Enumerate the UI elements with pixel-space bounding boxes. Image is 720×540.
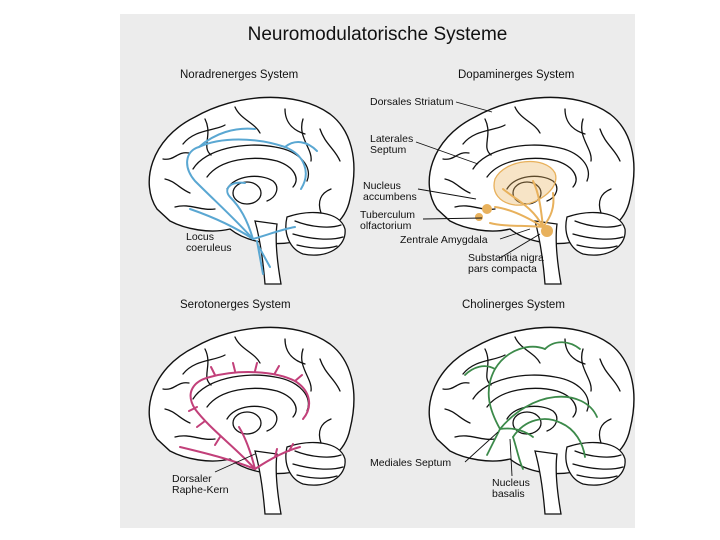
noradrenergic-pathways (186, 127, 318, 275)
figure: Neuromodulatorische Systeme Noradrenerge… (120, 14, 635, 528)
label-nucleus-basalis-line2: basalis (492, 488, 525, 500)
serotonergic-pathways (179, 362, 311, 470)
panel-title-noradrenergic: Noradrenerges System (180, 69, 299, 81)
label-tuberculum-olfactorium-line1: Tuberculum (360, 209, 416, 221)
label-nucleus-accumbens-line1: Nucleus (363, 180, 401, 192)
dopaminergic-brain-diagram (428, 96, 635, 285)
panel-title-dopaminergic: Dopaminerges System (458, 69, 575, 81)
label-tuberculum-olfactorium-line2: olfactorium (360, 220, 412, 232)
label-nucleus-basalis-line1: Nucleus (492, 477, 530, 489)
serotonergic-leader-line (214, 453, 256, 473)
panel-title-cholinergic: Cholinerges System (462, 299, 565, 311)
figure-title: Neuromodulatorische Systeme (247, 24, 508, 45)
label-dorsaler-raphe-kern-line2: Raphe-Kern (172, 484, 229, 496)
label-substantia-nigra-line2: pars compacta (468, 263, 537, 275)
noradrenergic-brain-diagram (148, 96, 355, 285)
label-nucleus-accumbens-line2: accumbens (363, 191, 417, 203)
label-dorsaler-raphe-kern-line1: Dorsaler (172, 473, 212, 485)
label-dorsales-striatum: Dorsales Striatum (370, 96, 454, 108)
label-mediales-septum: Mediales Septum (370, 457, 452, 469)
label-laterales-septum-line1: Laterales (370, 133, 414, 145)
cholinergic-brain-diagram (428, 326, 635, 515)
dopaminergic-projections (475, 160, 557, 237)
label-laterales-septum-line2: Septum (370, 144, 407, 156)
cholinergic-leader-lines (464, 431, 513, 477)
label-zentrale-amygdala: Zentrale Amygdala (400, 234, 488, 246)
cholinergic-pathways (464, 341, 598, 470)
label-substantia-nigra-line1: Substantia nigra (468, 252, 544, 264)
label-locus-coeruleus-line1: Locus (186, 231, 215, 243)
dopaminergic-leader-lines (415, 101, 541, 259)
label-locus-coeruleus-line2: coeruleus (186, 242, 232, 254)
serotonergic-brain-diagram (148, 326, 355, 515)
panel-title-serotonergic: Serotonerges System (180, 299, 291, 311)
